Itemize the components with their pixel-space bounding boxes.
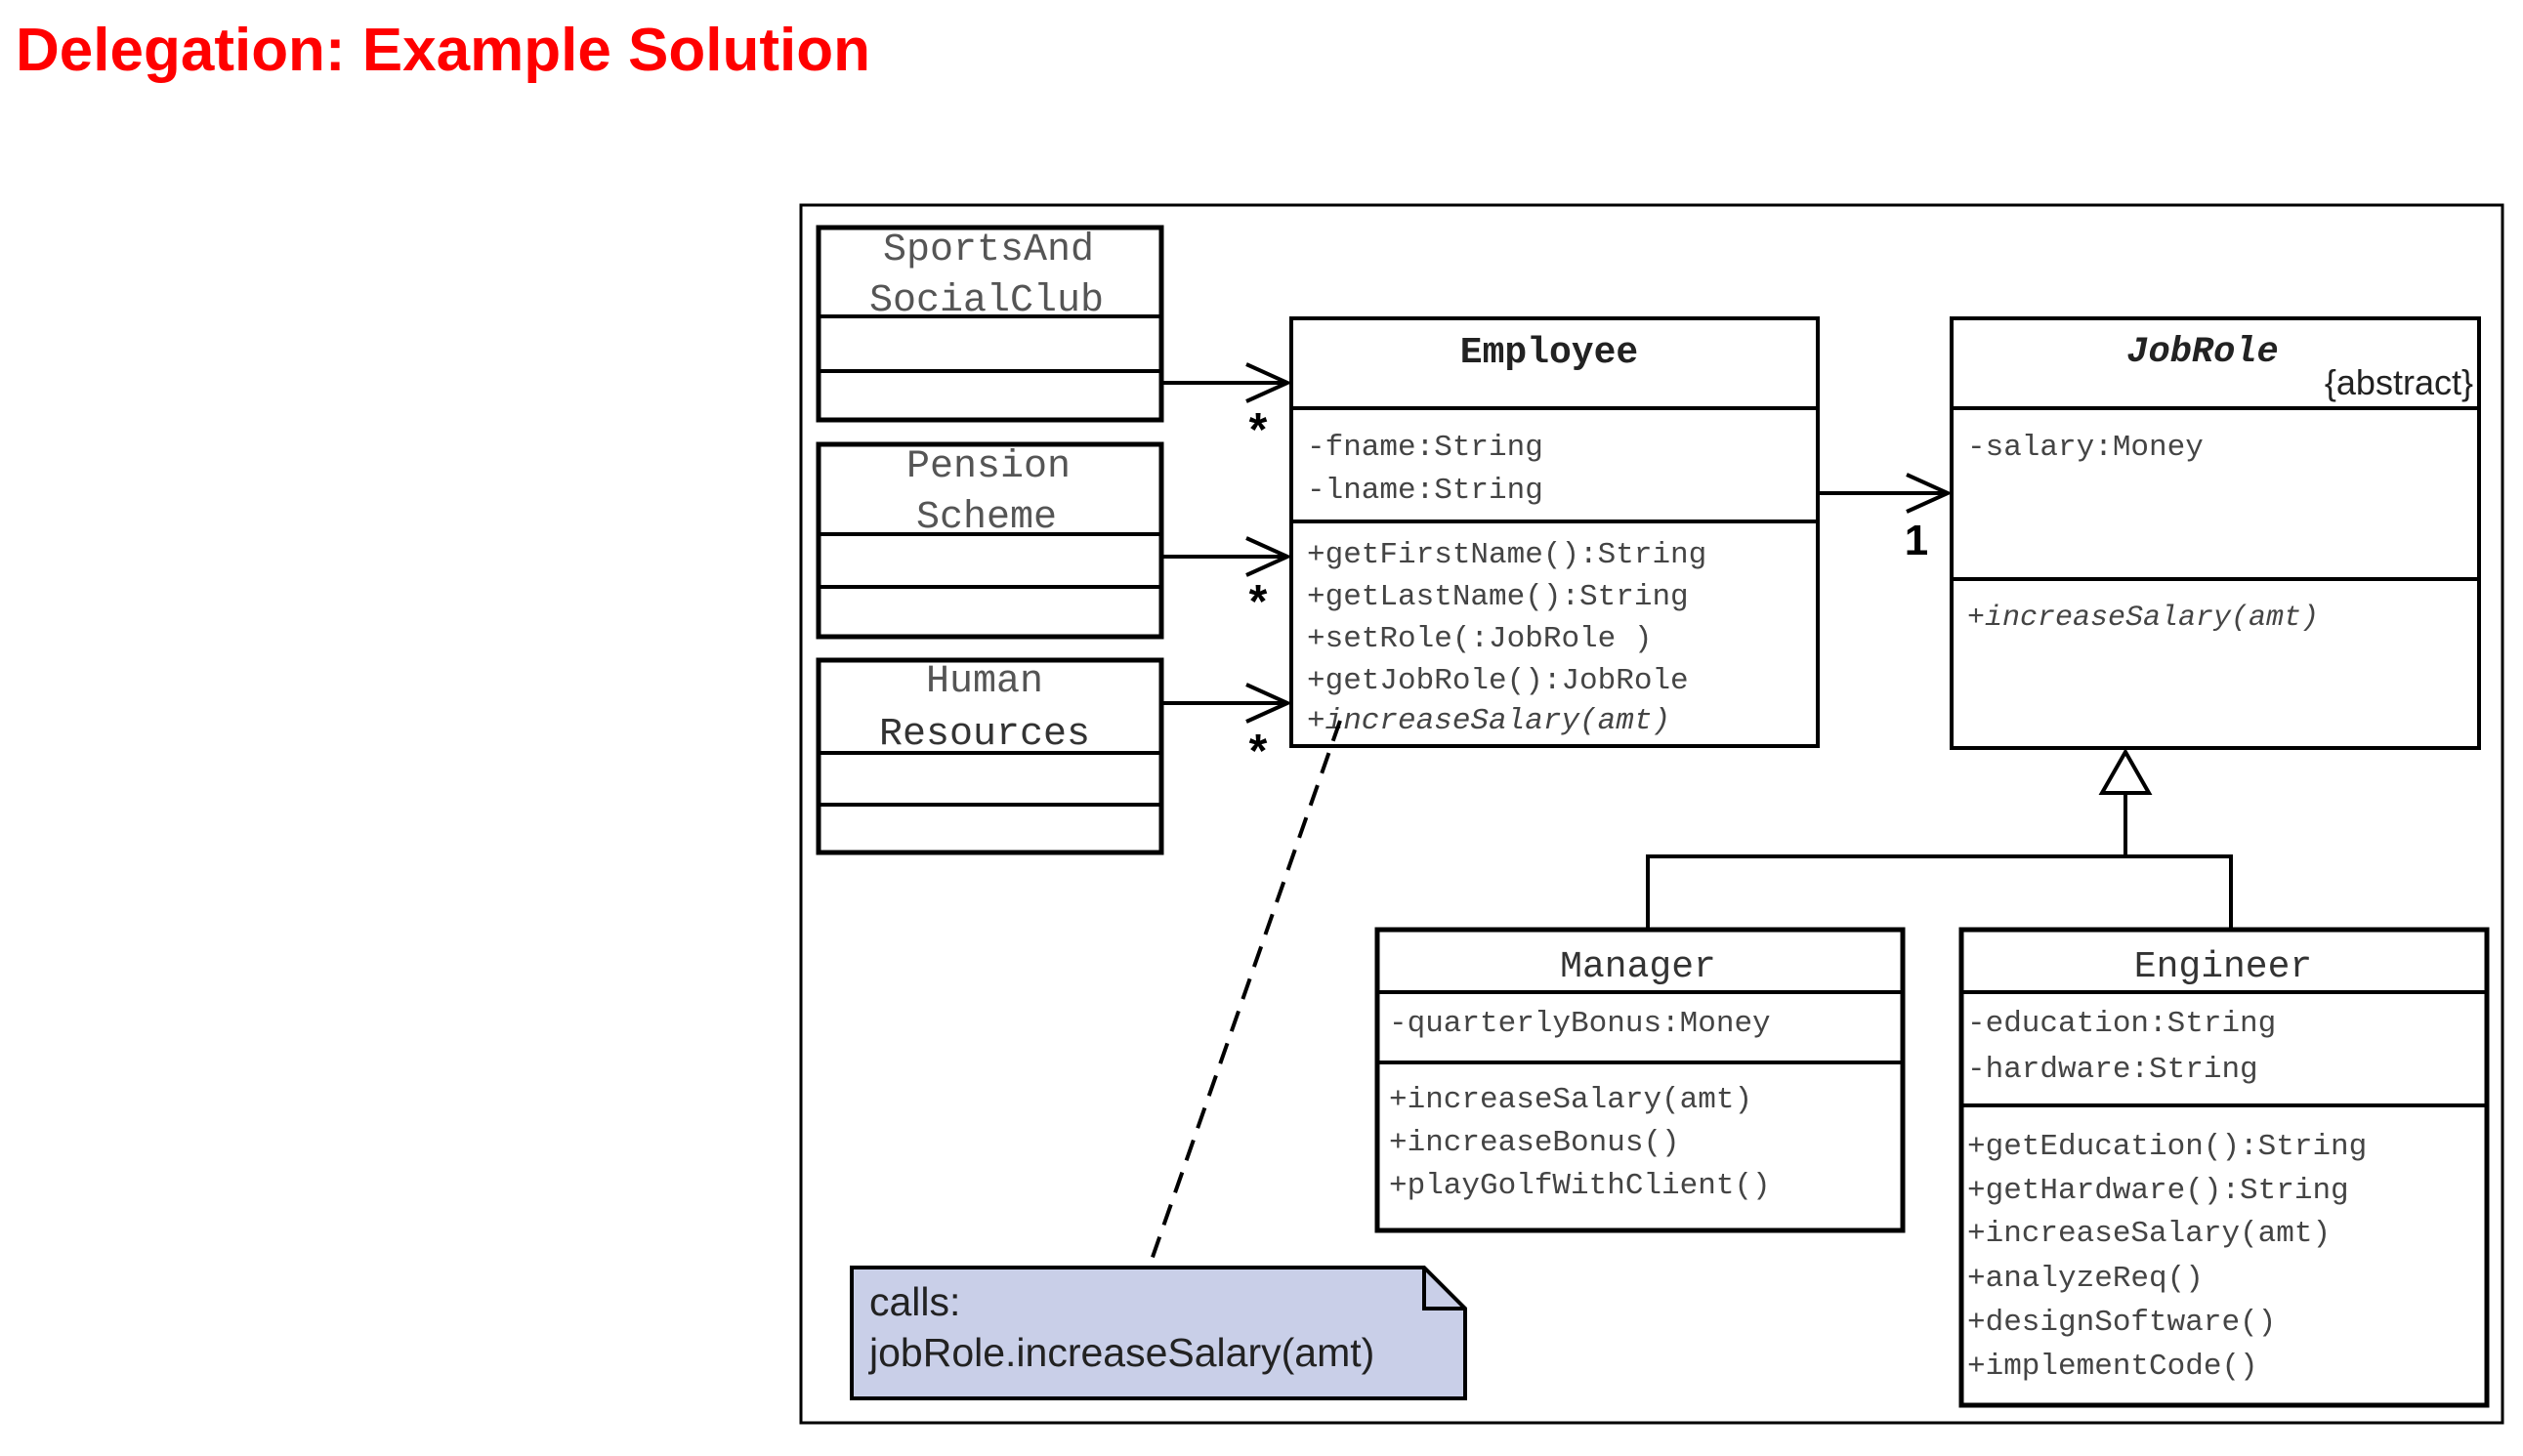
class-human-resources[interactable]: Human Resources (816, 657, 1164, 855)
association-hr-employee (1161, 683, 1292, 724)
pension-name-line-2: Scheme (916, 496, 1057, 540)
class-sports-and-social-club[interactable]: SportsAnd SocialClub (816, 225, 1164, 423)
sports-name-line-2: SocialClub (869, 279, 1104, 323)
engineer-op-6: +implementCode() (1967, 1350, 2258, 1384)
class-employee[interactable]: Employee -fname:String -lname:String +ge… (1289, 316, 1820, 748)
engineer-op-2: +getHardware():String (1967, 1174, 2349, 1208)
multiplicity-sports: * (1249, 404, 1268, 456)
manager-op-3: +playGolfWithClient() (1389, 1169, 1771, 1203)
engineer-name: Engineer (2134, 946, 2312, 988)
generalization-jobrole (1646, 747, 2233, 930)
engineer-op-5: +designSoftware() (1967, 1306, 2276, 1340)
engineer-attr-1: -education:String (1967, 1007, 2276, 1041)
engineer-op-3: +increaseSalary(amt) (1967, 1217, 2331, 1251)
hr-name-line-1: Human (926, 660, 1043, 704)
employee-op-4: +getJobRole():JobRole (1307, 664, 1689, 698)
multiplicity-pension: * (1249, 576, 1268, 628)
manager-name: Manager (1560, 946, 1716, 988)
jobrole-op-1: +increaseSalary(amt) (1967, 602, 2319, 635)
multiplicity-hr: * (1249, 726, 1268, 777)
class-jobrole[interactable]: JobRole {abstract} -salary:Money +increa… (1950, 316, 2481, 750)
engineer-op-4: +analyzeReq() (1967, 1262, 2204, 1296)
engineer-op-1: +getEducation():String (1967, 1130, 2367, 1164)
class-engineer[interactable]: Engineer -education:String -hardware:Str… (1958, 927, 2490, 1408)
note-calls: calls: jobRole.increaseSalary(amt) (850, 1266, 1467, 1400)
jobrole-stereotype: {abstract} (2325, 362, 2473, 402)
employee-op-5: +increaseSalary(amt) (1307, 704, 1670, 738)
pension-name-line-1: Pension (906, 445, 1071, 489)
sports-name-line-1: SportsAnd (883, 229, 1094, 272)
manager-op-2: +increaseBonus() (1389, 1126, 1680, 1160)
employee-op-2: +getLastName():String (1307, 580, 1689, 614)
page-title: Delegation: Example Solution (16, 17, 870, 84)
jobrole-attr-1: -salary:Money (1967, 431, 2204, 465)
association-employee-jobrole (1818, 473, 1953, 514)
employee-attr-1: -fname:String (1307, 431, 1543, 465)
manager-op-1: +increaseSalary(amt) (1389, 1083, 1752, 1117)
association-pension-employee (1161, 536, 1292, 577)
engineer-attr-2: -hardware:String (1967, 1053, 2258, 1087)
class-manager[interactable]: Manager -quarterlyBonus:Money +increaseS… (1374, 927, 1906, 1233)
employee-op-1: +getFirstName():String (1307, 538, 1706, 572)
employee-op-3: +setRole(:JobRole ) (1307, 622, 1652, 656)
multiplicity-jobrole: 1 (1905, 517, 1928, 564)
employee-name: Employee (1460, 332, 1638, 374)
jobrole-name: JobRole (2126, 332, 2278, 373)
note-line-1: calls: (869, 1279, 960, 1324)
note-anchor-line (1149, 720, 1342, 1264)
diagram-frame (799, 203, 2504, 1425)
note-line-2: jobRole.increaseSalary(amt) (868, 1330, 1374, 1375)
association-sports-employee (1161, 362, 1292, 403)
employee-attr-2: -lname:String (1307, 474, 1543, 508)
manager-attr-1: -quarterlyBonus:Money (1389, 1007, 1771, 1041)
hr-name-line-2: Resources (879, 713, 1090, 757)
class-pension-scheme[interactable]: Pension Scheme (816, 441, 1164, 640)
